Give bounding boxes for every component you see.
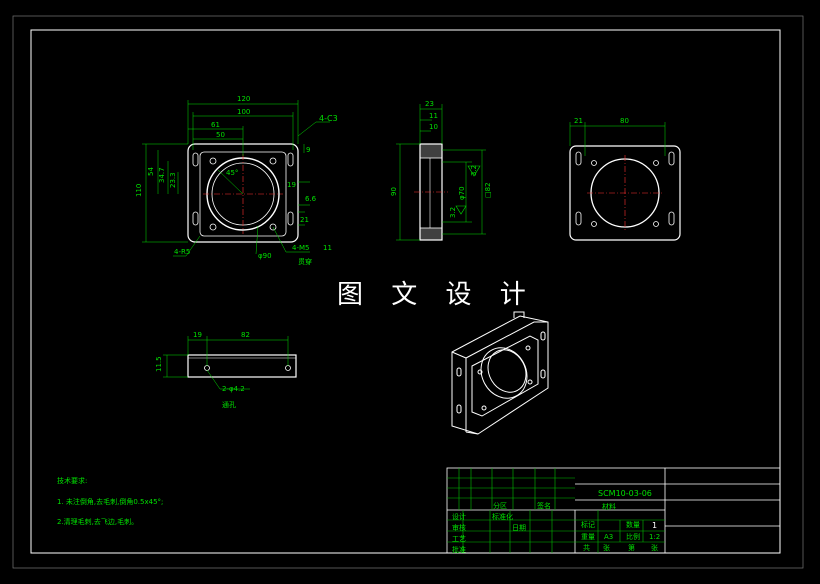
technical-notes: 技术要求: 1. 未注倒角,去毛刺,倒角0.5x45°; 2.清理毛刺,去飞边,…: [57, 476, 163, 526]
tap-note: 贯穿: [298, 257, 312, 266]
dim-23: 23: [425, 100, 434, 108]
label-page: 张: [603, 543, 610, 552]
front-view: 120 100 61 50 4-C3 110 54 34.7 23.3 9 19…: [135, 95, 338, 266]
dim-10: 10: [429, 123, 438, 131]
label-zone: 分区: [493, 501, 507, 510]
dim-11: 11: [429, 112, 438, 120]
dim-19-bottom: 19: [193, 331, 202, 339]
label-mark: 标记: [581, 520, 595, 529]
dim-angle: 45°: [226, 169, 238, 177]
dim-34-7: 34.7: [158, 167, 166, 183]
dim-4-r5: 4-R5: [174, 248, 190, 256]
dim-110: 110: [135, 184, 143, 197]
dim-11-5: 11.5: [155, 356, 163, 372]
roughness-2: 3.2: [449, 207, 457, 218]
label-check: 审核: [452, 523, 466, 532]
isometric-view: [451, 311, 549, 435]
label-date: 日期: [512, 524, 526, 532]
title-block: SCM10-03-06 材料 标记 数量 1 重量 A3 比例 1:2 共 张 …: [446, 467, 781, 554]
label-proc: 工艺: [452, 535, 466, 543]
dim-tap: 4-M5: [292, 244, 309, 252]
label-standard: 标准化: [492, 512, 513, 521]
drawing-frame: [12, 15, 804, 569]
dim-90: 90: [390, 187, 398, 196]
dim-21-rear: 21: [574, 117, 583, 125]
bottom-view: 19 82 11.5 2-φ4.2 通孔: [155, 331, 297, 409]
dim-chamfer: 4-C3: [319, 114, 338, 123]
tech-notes-title: 技术要求:: [57, 476, 87, 485]
sheet-size: A3: [604, 533, 613, 541]
dim-120: 120: [237, 95, 250, 103]
dim-82: 82: [241, 331, 250, 339]
ratio-value: 1: [652, 521, 657, 530]
dim-sq82: □82: [484, 182, 492, 198]
label-sign: 签名: [537, 501, 551, 510]
dim-54: 54: [147, 167, 155, 176]
label-approve: 批准: [452, 545, 466, 554]
label-count: 数量: [626, 520, 640, 529]
label-shared: 共: [583, 543, 590, 552]
part-number: SCM10-03-06: [598, 489, 652, 498]
dim-61: 61: [211, 121, 220, 129]
dim-phi90: φ90: [258, 252, 272, 260]
label-page-2: 张: [651, 543, 658, 552]
tech-notes-line-2: 2.清理毛刺,去飞边,毛刺。: [57, 517, 138, 526]
side-view: 23 11 10 90 φ70 □82 3.2 3.2: [390, 100, 492, 241]
dim-80: 80: [620, 117, 629, 125]
tech-notes-line-1: 1. 未注倒角,去毛刺,倒角0.5x45°;: [57, 497, 163, 506]
dim-23-3: 23.3: [169, 172, 177, 188]
dim-50: 50: [216, 131, 225, 139]
dim-tap-depth: 11: [323, 244, 332, 252]
dim-phi70: φ70: [458, 186, 466, 200]
roughness-1: 3.2: [470, 165, 478, 176]
dim-holes: 2-φ4.2: [222, 385, 245, 393]
dim-9: 9: [306, 146, 310, 154]
banner-title: 图 文 设 计: [337, 280, 536, 310]
rear-view: 21 80: [569, 117, 681, 241]
label-design: 设计: [452, 512, 466, 521]
label-sheet: 第: [628, 543, 635, 552]
dim-6-6: 6.6: [305, 195, 317, 203]
material-label: 材料: [602, 502, 616, 511]
dim-100: 100: [237, 108, 250, 116]
label-scale: 比例: [626, 532, 640, 541]
scale-value: 1:2: [649, 533, 660, 541]
dim-19: 19: [287, 181, 296, 189]
label-weight: 重量: [581, 533, 595, 541]
dim-21: 21: [300, 216, 309, 224]
hole-note: 通孔: [222, 400, 236, 409]
